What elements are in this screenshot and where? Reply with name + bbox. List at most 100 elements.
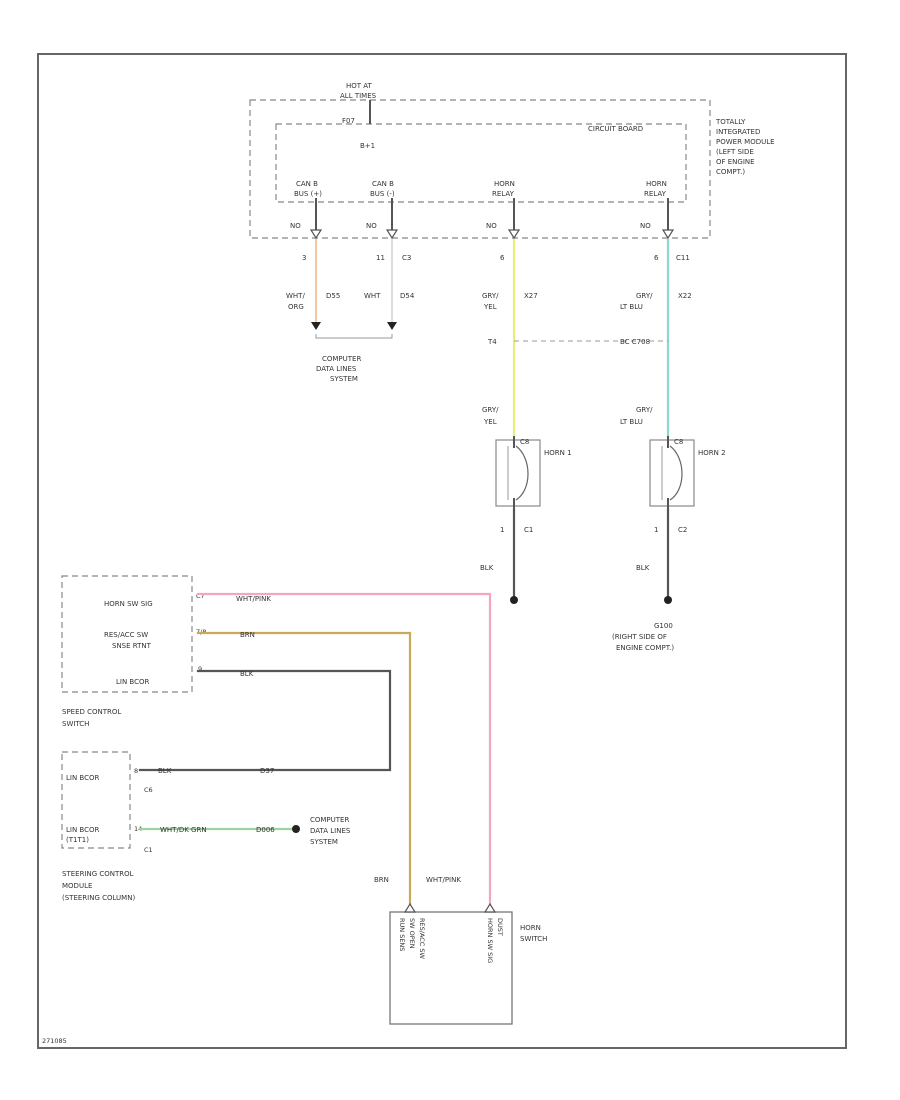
can-b-bus-minus-label: CAN B BUS (-): [370, 180, 395, 198]
wire-label-wht-pink-top: WHT/PINK: [236, 595, 271, 603]
sc-res-acc-label: RES/ACC SW SNSE RTNT: [104, 631, 152, 650]
circuit-board-box: [275, 123, 687, 203]
svg-text:(LEFT SIDE: (LEFT SIDE: [716, 148, 754, 156]
wire-label-wht-dk-grn: WHT/DK GRN: [160, 826, 207, 834]
diagram-frame: [37, 53, 847, 1049]
svg-text:ORG: ORG: [288, 303, 304, 311]
svg-text:COMPUTER: COMPUTER: [322, 355, 361, 363]
computer-data-arrow-2: [387, 322, 397, 330]
wire-label-blk-top: BLK: [240, 670, 254, 678]
svg-text:DATA LINES: DATA LINES: [316, 365, 357, 373]
tipm-pin-label-1: NO: [290, 222, 301, 230]
svg-text:GRY/: GRY/: [482, 406, 499, 414]
tipm-pin-number-1: 3: [302, 254, 306, 262]
svg-text:WHT/: WHT/: [286, 292, 305, 300]
svg-text:RUN SENS: RUN SENS: [398, 918, 406, 951]
svg-text:(T1T1): (T1T1): [66, 836, 89, 844]
tipm-terminal-4: [661, 229, 675, 240]
horn-1: [495, 436, 541, 510]
speed-control-switch-label: SPEED CONTROL SWITCH: [62, 708, 121, 728]
svg-text:SWITCH: SWITCH: [62, 720, 89, 728]
wire-label-wht-pink-vertical: WHT/PINK: [426, 876, 461, 884]
computer-data-point-mid: [292, 825, 300, 833]
svg-text:SYSTEM: SYSTEM: [330, 375, 358, 383]
svg-text:RELAY: RELAY: [492, 190, 515, 198]
svg-text:HOT AT: HOT AT: [346, 82, 373, 90]
horn-2-pin-bottom: 1: [654, 526, 658, 534]
tipm-module-label: TOTALLY INTEGRATED POWER MODULE (LEFT SI…: [715, 118, 775, 176]
circuit-label-x27: X27: [524, 292, 538, 300]
horn-1-connector: C1: [524, 526, 533, 534]
horn-1-pin-top: C8: [520, 438, 529, 446]
scm-pin-14: 14: [134, 825, 142, 833]
svg-text:RELAY: RELAY: [644, 190, 667, 198]
svg-text:GRY/: GRY/: [636, 406, 653, 414]
svg-text:COMPT.): COMPT.): [716, 168, 745, 176]
tipm-terminal-3: [507, 229, 521, 240]
circuit-label-d006: D006: [256, 826, 275, 834]
svg-text:DUST: DUST: [496, 918, 504, 936]
svg-text:ALL TIMES: ALL TIMES: [340, 92, 377, 100]
scm-connector-c1: C1: [144, 846, 153, 854]
svg-text:G100: G100: [654, 622, 673, 630]
horn-switch-inner-left: RUN SENS SW OPEN RES/ACC SW: [398, 918, 426, 960]
svg-text:(RIGHT SIDE OF: (RIGHT SIDE OF: [612, 633, 667, 641]
svg-text:TOTALLY: TOTALLY: [715, 118, 746, 126]
wire-label-wht: WHT: [364, 292, 381, 300]
ground-point-1: [510, 596, 518, 604]
tipm-pin-label-2: NO: [366, 222, 377, 230]
tipm-pin-label-3: NO: [486, 222, 497, 230]
horn-1-label: HORN 1: [544, 449, 572, 457]
sc-pin-c7: C7: [196, 592, 205, 600]
wire-label-gry-yel: GRY/ YEL: [482, 292, 499, 311]
ground-point-2: [664, 596, 672, 604]
splice-right-label: BC C708: [620, 338, 650, 346]
svg-text:POWER MODULE: POWER MODULE: [716, 138, 775, 146]
svg-text:BUS (+): BUS (+): [294, 190, 322, 198]
sc-lin-bcor-label: LIN BCOR: [116, 678, 150, 686]
svg-text:RES/ACC SW: RES/ACC SW: [418, 918, 426, 960]
horn-1-pin-bottom: 1: [500, 526, 504, 534]
horn-switch-label: HORN SWITCH: [520, 924, 547, 943]
svg-text:BUS (-): BUS (-): [370, 190, 395, 198]
circuit-label-d37: D37: [260, 767, 274, 775]
scm-lin-bcor-2-label: LIN BCOR (T1T1): [66, 826, 100, 844]
svg-text:(STEERING COLUMN): (STEERING COLUMN): [62, 894, 135, 902]
tipm-connector-2: C3: [402, 254, 411, 262]
svg-text:ENGINE COMPT.): ENGINE COMPT.): [616, 644, 674, 652]
wire-label-brn-top: BRN: [240, 631, 255, 639]
wire-label-gry-lt-blu: GRY/ LT BLU: [620, 292, 653, 311]
svg-text:LIN BCOR: LIN BCOR: [66, 826, 100, 834]
svg-text:HORN: HORN: [520, 924, 541, 932]
horn-2-label: HORN 2: [698, 449, 726, 457]
svg-text:MODULE: MODULE: [62, 882, 92, 890]
svg-text:LT BLU: LT BLU: [620, 303, 643, 311]
computer-data-bracket: [315, 334, 393, 339]
hot-at-all-times-label: HOT AT ALL TIMES: [340, 82, 377, 100]
svg-text:SW OPEN: SW OPEN: [408, 918, 416, 949]
tipm-pin-number-3: 6: [500, 254, 505, 262]
tipm-pin-label-4: NO: [640, 222, 651, 230]
svg-text:SWITCH: SWITCH: [520, 935, 547, 943]
circuit-label-d54: D54: [400, 292, 415, 300]
circuit-label-d55: D55: [326, 292, 340, 300]
tipm-connector-4: C11: [676, 254, 690, 262]
circuit-label-x22: X22: [678, 292, 692, 300]
ground-wire-label-1: BLK: [480, 564, 494, 572]
wire-label-gry-yel-lower: GRY/ YEL: [482, 406, 499, 426]
wire-label-gry-lt-blu-lower: GRY/ LT BLU: [620, 406, 653, 426]
svg-text:YEL: YEL: [483, 303, 497, 311]
wire-brn: [196, 631, 412, 908]
svg-text:COMPUTER: COMPUTER: [310, 816, 349, 824]
fuse-id: B+1: [360, 142, 375, 150]
steering-control-module-box: [61, 751, 131, 849]
horn-relay-label-2: HORN RELAY: [644, 180, 667, 198]
scm-lin-bcor-label: LIN BCOR: [66, 774, 100, 782]
tipm-pin-number-4: 6: [654, 254, 659, 262]
can-b-bus-plus-label: CAN B BUS (+): [294, 180, 322, 198]
scm-pin-8: 8: [134, 767, 138, 775]
ground-g100-label: G100 (RIGHT SIDE OF ENGINE COMPT.): [612, 622, 674, 652]
svg-text:CAN B: CAN B: [296, 180, 318, 188]
horn-switch-box: [389, 911, 513, 1025]
